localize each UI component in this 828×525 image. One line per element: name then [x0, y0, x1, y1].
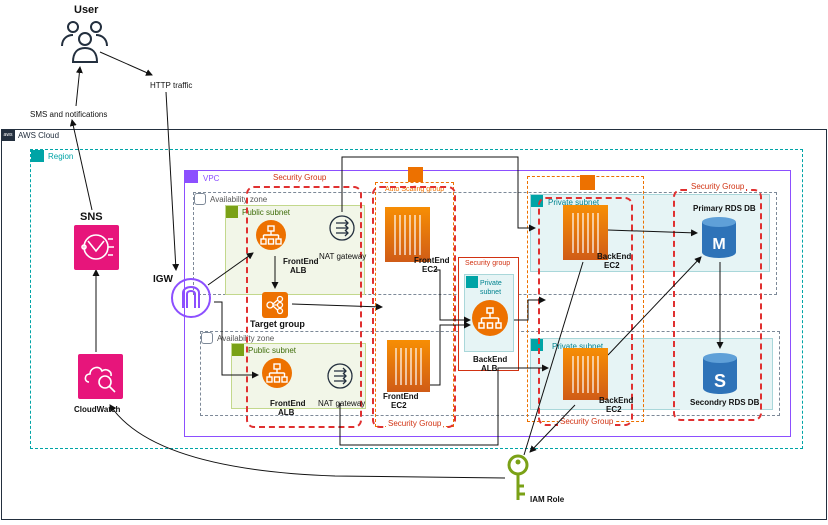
frontend-ec2-top-label-2: EC2 [422, 265, 438, 274]
frontend-alb-bottom-label-2: ALB [278, 408, 295, 417]
arrow-ec2-to-primary-db [607, 229, 698, 237]
primary-db-label: Primary RDS DB [693, 204, 756, 213]
svg-text:S: S [714, 371, 726, 391]
private-subnet-mid-icon [466, 276, 478, 288]
vpc-boundary [184, 170, 791, 437]
arrow-backalb-to-ec2 [514, 296, 546, 321]
az1-icon [194, 193, 206, 205]
backend-ec2-bottom-label-2: EC2 [606, 405, 622, 414]
az2-icon [201, 332, 213, 344]
arrow-igw-to-alb-bot [214, 301, 259, 379]
arrow-http-to-igw [165, 91, 180, 271]
secondary-db-label: Secondry RDS DB [690, 398, 760, 407]
region-boundary [30, 149, 803, 449]
backend-alb-icon [472, 300, 508, 336]
igw-label: IGW [153, 274, 173, 285]
target-group-label: Target group [250, 319, 305, 329]
frontend-alb-top-label-1: FrontEnd [283, 257, 319, 266]
arrow-ec2bot-to-primary [607, 256, 702, 356]
cloudwatch-label: CloudWatch [74, 405, 121, 414]
backend-ec2-bottom-icon [563, 348, 608, 400]
asg-label: Auto Scaling group [385, 186, 445, 193]
frontend-ec2-bottom-label-2: EC2 [391, 401, 407, 410]
sg-db-label: Security Group [689, 182, 747, 191]
private-subnet-bottom-icon [531, 339, 543, 351]
nat-top-label: NAT gateway [319, 252, 367, 261]
backend-ec2-top-label-2: EC2 [604, 261, 620, 270]
cloudwatch-icon [78, 354, 123, 399]
frontend-ec2-bottom-label-1: FrontEnd [383, 392, 419, 401]
arrow-ec2bot-to-backalb [430, 321, 471, 386]
nat-bottom-label: NAT gateway [318, 399, 366, 408]
backend-ec2-top-label-1: BackEnd [597, 252, 632, 261]
vpc-label: VPC [203, 174, 220, 183]
svg-text:M: M [712, 236, 725, 253]
az2-label: Availability zone [217, 334, 275, 343]
private-subnet-top-label: Private subnet [548, 198, 600, 207]
target-group-icon [262, 292, 288, 318]
public-subnet-2-icon [232, 344, 244, 356]
asg-icon [408, 167, 423, 182]
backend-sg-label: Security group [465, 260, 511, 267]
private-subnet-bottom-label: Private subnet [552, 342, 604, 351]
frontend-ec2-top-label-1: FrontEnd [414, 256, 450, 265]
sns-label: SNS [80, 211, 103, 223]
public-subnet-1-icon [226, 206, 238, 218]
arrow-ec2top-to-backalb [435, 269, 471, 324]
az1-label: Availability zone [210, 195, 268, 204]
region-label: Region [48, 152, 74, 161]
frontend-alb-top-icon [256, 220, 286, 250]
private-subnet-mid-label-1: Private subnet [480, 280, 502, 296]
public-subnet-1 [225, 205, 365, 295]
backend-alb-label-2: ALB [481, 364, 498, 373]
arrow-sns-to-sms [69, 119, 93, 211]
frontend-alb-bottom-label-1: FrontEnd [270, 399, 306, 408]
sns-icon [74, 225, 119, 270]
aws-cloud-boundary [1, 129, 827, 520]
backend-ec2-top-icon [563, 205, 608, 260]
frontend-alb-top-label-2: ALB [290, 266, 307, 275]
public-subnet-2-label: Public subnet [248, 346, 297, 355]
arrow-sms-to-user [75, 66, 83, 107]
sms-notifications-label: SMS and notifications [30, 110, 108, 119]
arrow-igw-to-alb-top [207, 252, 254, 286]
iam-role-label: IAM Role [530, 495, 565, 504]
arrow-nat-top-loop [341, 156, 536, 232]
sg-back-label: Security Group [558, 417, 616, 426]
arrow-tg-to-ec2 [291, 303, 383, 311]
frontend-alb-bottom-icon [262, 358, 292, 388]
security-group-frontend-alb [246, 186, 362, 428]
http-traffic-label: HTTP traffic [150, 81, 193, 90]
frontend-ec2-top-icon [385, 207, 430, 262]
arrow-user-to-http [99, 51, 153, 76]
arrow-iam-to-cloudwatch [109, 404, 506, 479]
region-flag-icon [31, 150, 44, 162]
sg1-label: Security Group [271, 173, 329, 182]
aws-badge: aws [1, 129, 15, 141]
aws-cloud-label: AWS Cloud [18, 131, 60, 140]
backend-asg-icon [580, 175, 595, 190]
arrow-nat-bot-loop [339, 364, 549, 446]
backend-ec2-bottom-label-1: BackEnd [599, 396, 634, 405]
frontend-ec2-bottom-icon [387, 340, 430, 392]
arrow-ec2bot-to-iam [529, 404, 576, 453]
arrow-iam-to-ec2top [523, 261, 584, 456]
public-subnet-1-label: Public subnet [242, 208, 291, 217]
sg-front-ec2-label: Security Group [386, 419, 444, 428]
user-label: User [74, 4, 99, 16]
backend-alb-label-1: BackEnd [473, 355, 508, 364]
vpc-icon [185, 171, 198, 183]
